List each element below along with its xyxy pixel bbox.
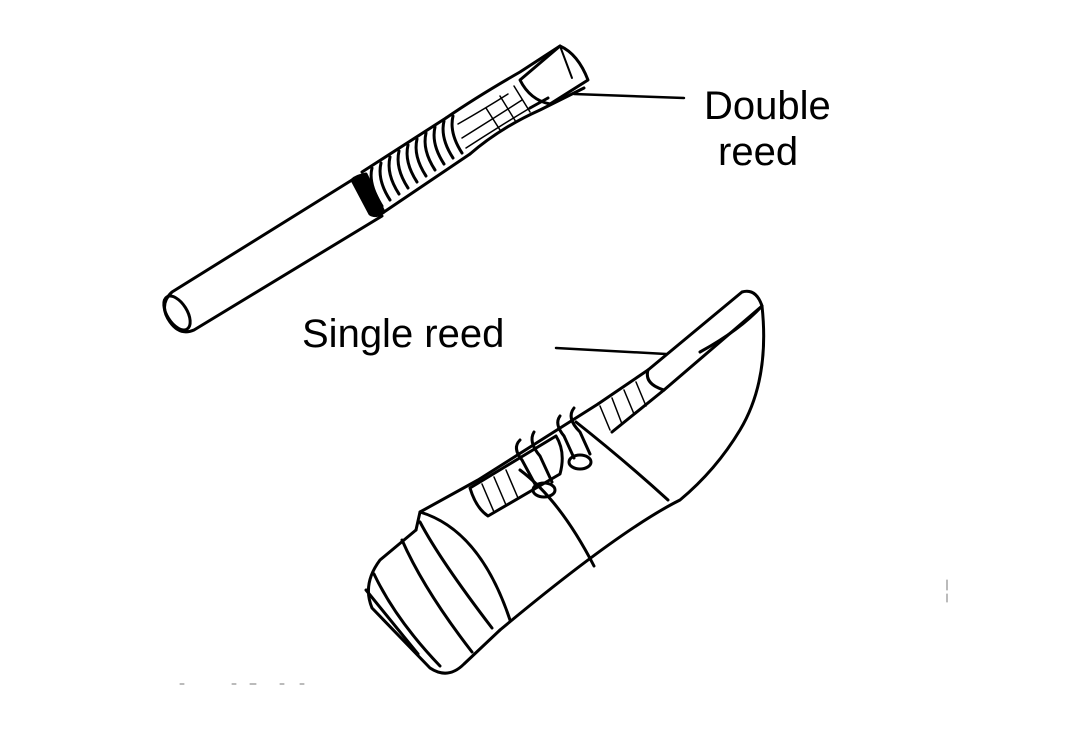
double-reed-winding: [360, 114, 472, 214]
ligature: [468, 406, 593, 518]
double-reed-drawing: [162, 44, 686, 334]
single-reed-drawing: [364, 289, 766, 675]
single-reed-strip: [596, 289, 764, 434]
double-reed-pointer: [572, 92, 686, 100]
scan-marks: [179, 579, 948, 685]
mouthpiece-body: [414, 304, 766, 632]
double-reed-tube: [162, 178, 384, 334]
single-reed-pointer: [554, 346, 668, 356]
double-reed-collar: [350, 172, 386, 218]
double-reed-label-line1: Double: [704, 84, 831, 128]
double-reed-label: Double reed: [704, 83, 831, 175]
double-reed-blades: [444, 44, 590, 156]
mouthpiece-shank: [364, 520, 502, 675]
double-reed-label-line2: reed: [718, 130, 799, 174]
single-reed-label: Single reed: [302, 312, 505, 356]
